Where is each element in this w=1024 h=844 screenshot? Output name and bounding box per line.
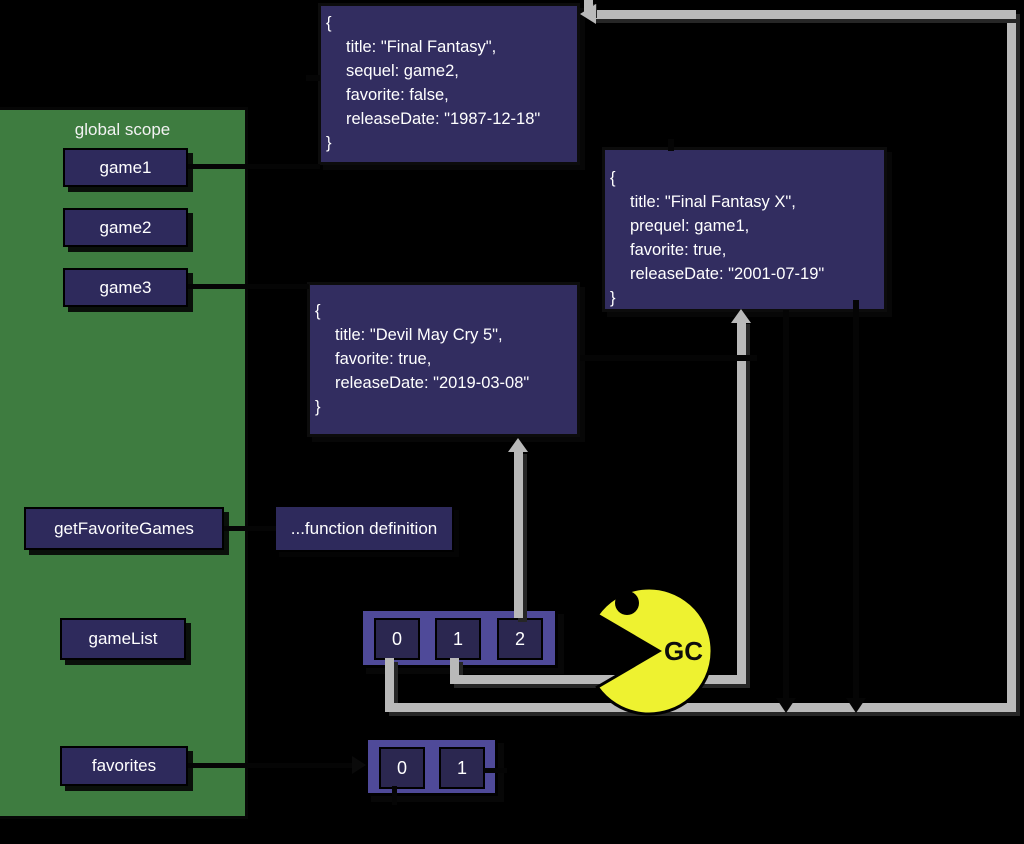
- variable-label: game1: [99, 157, 152, 177]
- object-box-final-fantasy: { title: "Final Fantasy", sequel: game2,…: [318, 3, 580, 165]
- variable-label: getFavoriteGames: [54, 518, 194, 538]
- object-line: }: [326, 134, 332, 152]
- gray-arrowhead-into-dmc: [508, 438, 528, 452]
- gray-line-cell2-up: [514, 450, 523, 618]
- gray-line-to-ffx-vertical: [737, 320, 746, 684]
- pacman-body: [595, 586, 714, 716]
- black-arrowhead-into-favorites-array: [352, 756, 366, 774]
- gray-line-cell0-down: [385, 658, 394, 712]
- object-line: title: "Final Fantasy",: [346, 38, 497, 56]
- array-favorites: 0 1: [365, 737, 498, 796]
- object-box-devil-may-cry-5: { title: "Devil May Cry 5", favorite: tr…: [307, 282, 580, 437]
- connector-ffx-down-2: [853, 300, 859, 702]
- function-definition-box: ...function definition: [274, 505, 454, 552]
- connector-getfavoritegames-to-function: [224, 526, 276, 531]
- array-cell-1: 1: [439, 747, 485, 789]
- object-line: title: "Final Fantasy X",: [630, 193, 796, 211]
- connector-game1-to-final-fantasy: [188, 164, 320, 169]
- gray-line-top-horizontal: [592, 10, 1016, 19]
- variable-box-getfavoritegames: getFavoriteGames: [24, 507, 224, 550]
- object-line: releaseDate: "2001-07-19": [630, 265, 825, 283]
- black-arrowhead-down-1: [776, 698, 796, 713]
- array-cell-0: 0: [379, 747, 425, 789]
- connector-nub-final-fantasy-left: [306, 75, 320, 81]
- object-line: }: [315, 398, 321, 416]
- gray-line-cell1-horizontal: [450, 675, 746, 684]
- connector-favorites-to-array: [188, 763, 354, 768]
- gray-arrowhead-into-final-fantasy: [580, 4, 596, 24]
- variable-label: game3: [99, 277, 152, 297]
- connector-dmc-right: [580, 355, 757, 361]
- variable-box-game2: game2: [63, 208, 188, 247]
- connector-nub-ffx-top: [668, 139, 674, 151]
- object-line: favorite: true,: [630, 241, 727, 259]
- gray-line-bottom-horizontal: [385, 703, 1016, 712]
- connector-ffx-down-1: [783, 310, 789, 702]
- object-line: title: "Devil May Cry 5",: [335, 326, 503, 344]
- object-line: prequel: game1,: [630, 217, 750, 235]
- variable-label: game2: [99, 217, 152, 237]
- array-cell-1: 1: [435, 618, 481, 660]
- variable-box-game3: game3: [63, 268, 188, 307]
- gray-line-right-vertical: [1007, 10, 1016, 712]
- object-line: {: [610, 169, 616, 187]
- gray-line-cell1-down: [450, 658, 459, 684]
- object-line: favorite: true,: [335, 350, 432, 368]
- global-scope-label: global scope: [74, 120, 171, 139]
- array-gamelist: 0 1 2: [360, 608, 558, 668]
- pacman-gc-character: [595, 586, 714, 716]
- object-line: {: [315, 302, 321, 320]
- variable-box-gamelist: gameList: [60, 618, 186, 660]
- object-line: sequel: game2,: [346, 62, 459, 80]
- variable-box-game1: game1: [63, 148, 188, 187]
- function-definition-label: ...function definition: [290, 518, 438, 538]
- connector-game3-to-devil-may-cry: [188, 284, 309, 289]
- array-cell-0: 0: [374, 618, 420, 660]
- connector-favorites-cell1-right: [484, 768, 507, 773]
- object-line: {: [326, 14, 332, 32]
- object-box-final-fantasy-x: { title: "Final Fantasy X", prequel: gam…: [602, 147, 887, 312]
- object-line: favorite: false,: [346, 86, 449, 104]
- variable-box-favorites: favorites: [60, 746, 188, 786]
- object-line: releaseDate: "1987-12-18": [346, 110, 541, 128]
- connector-favorites-cell0-down: [392, 786, 397, 805]
- array-cell-2: 2: [497, 618, 543, 660]
- object-line: releaseDate: "2019-03-08": [335, 374, 530, 392]
- gc-label: GC: [664, 636, 703, 666]
- gray-arrowhead-into-ffx: [731, 309, 751, 323]
- pacman-eye: [615, 591, 639, 615]
- black-arrowhead-down-2: [846, 698, 866, 713]
- object-line: }: [610, 289, 616, 307]
- variable-label: favorites: [91, 756, 157, 775]
- variable-label: gameList: [88, 629, 158, 648]
